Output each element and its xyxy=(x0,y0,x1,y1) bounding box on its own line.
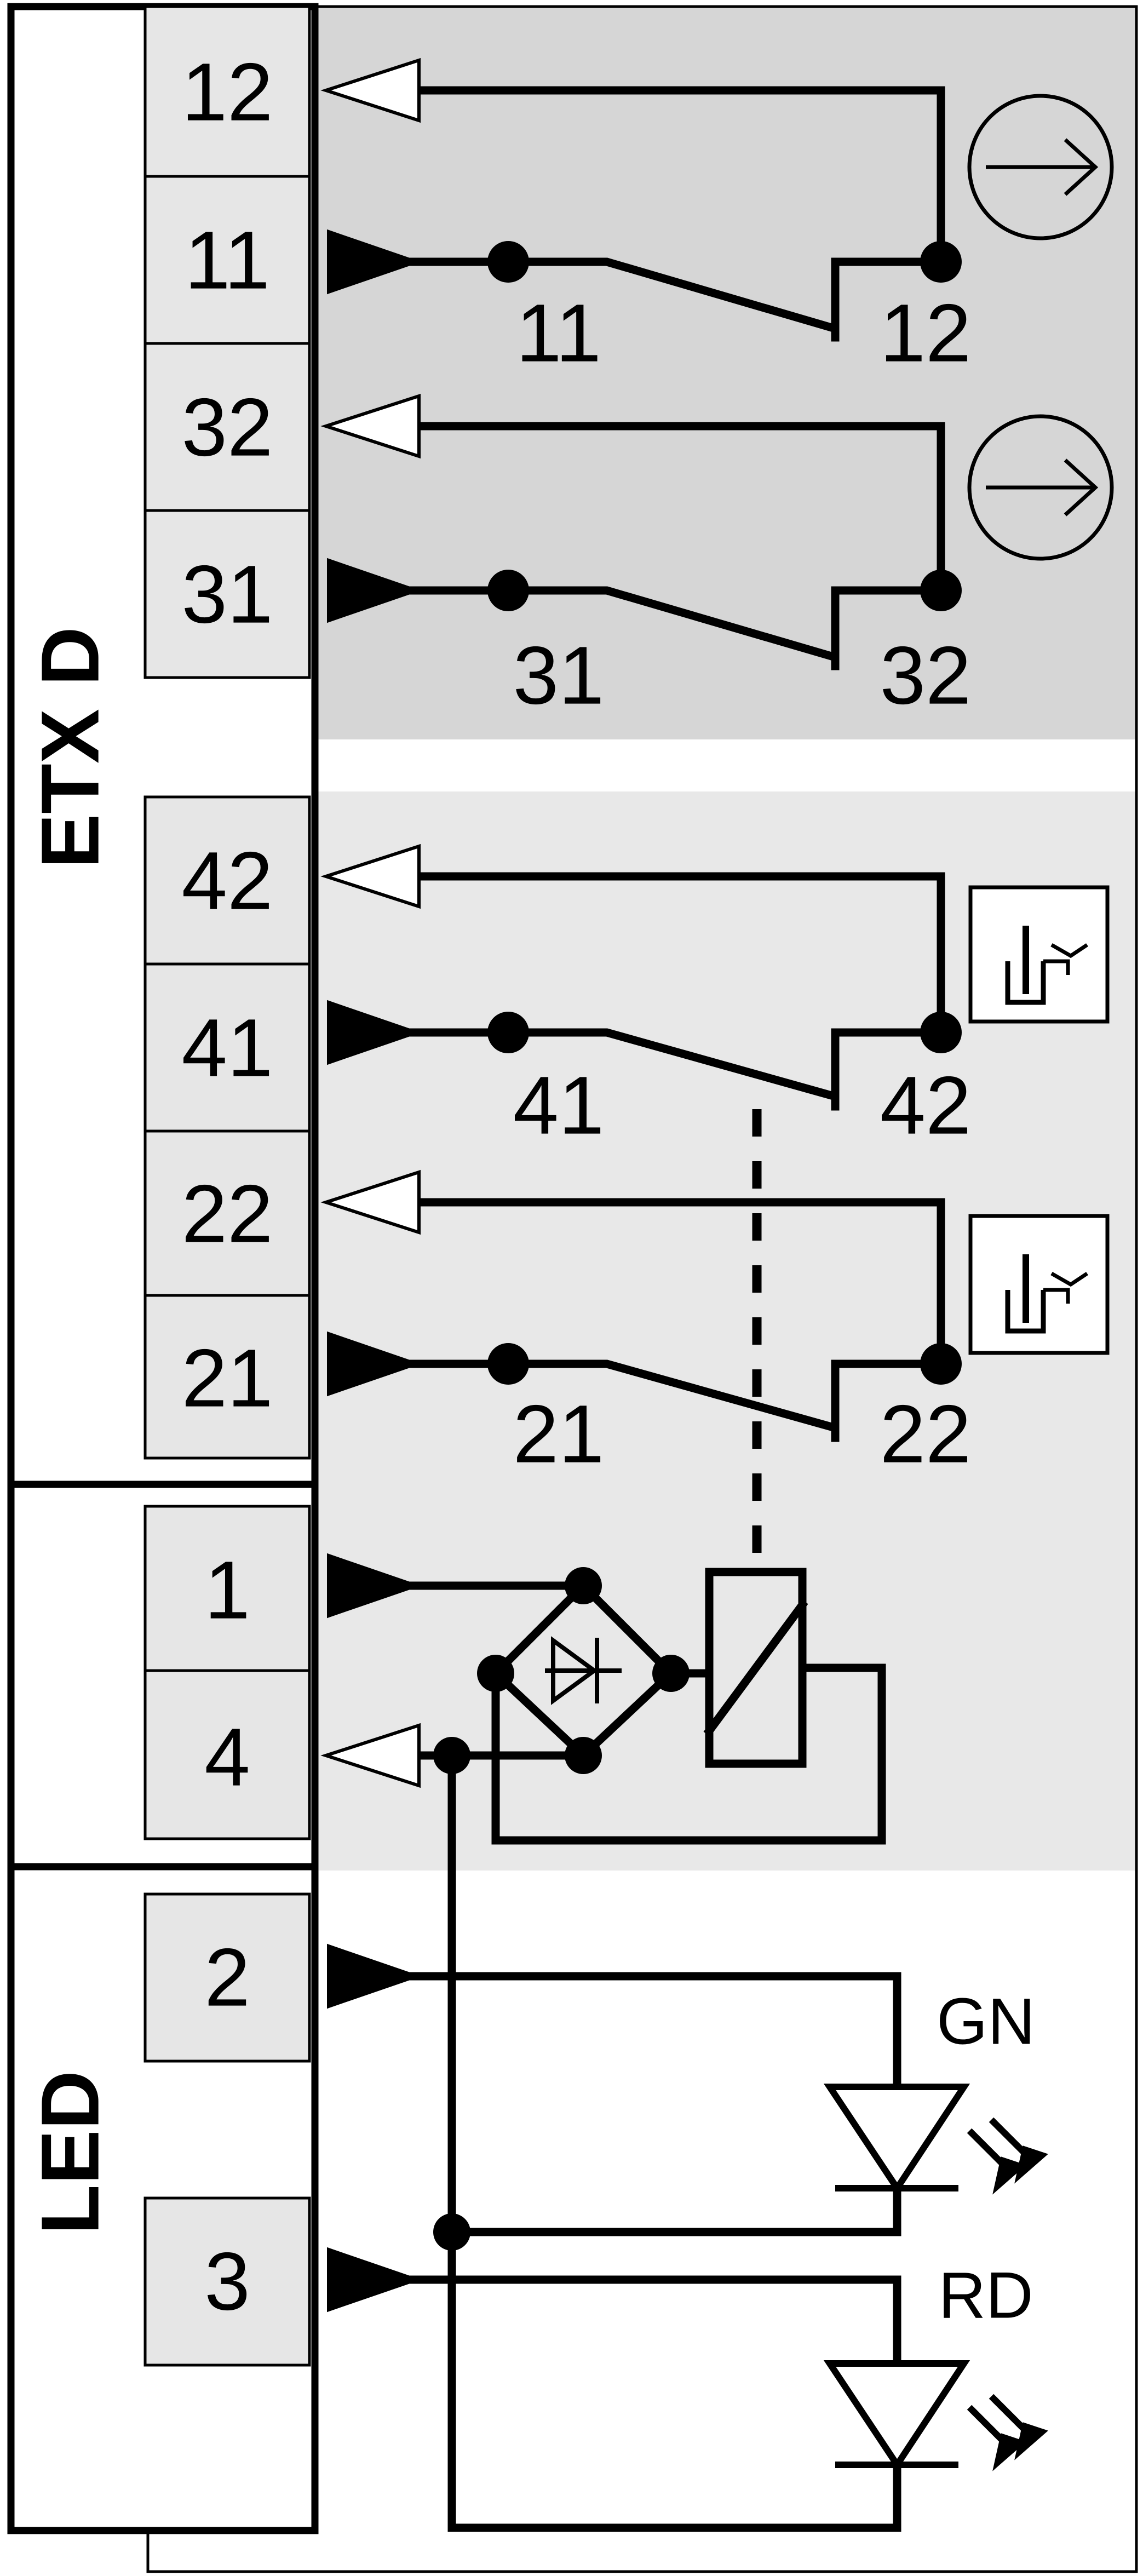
wire-22 xyxy=(404,1198,945,1368)
wire-42 xyxy=(404,872,945,1037)
contact-22-label: 22 xyxy=(880,1388,972,1480)
led-gn-label: GN xyxy=(937,1985,1035,2058)
positive-opening-icon xyxy=(967,94,1114,240)
dot xyxy=(487,1012,529,1053)
wire-22-fixed xyxy=(831,1359,945,1442)
terminal-2-box xyxy=(143,1892,311,2063)
terminal-1-label: 1 xyxy=(204,1544,250,1636)
terminal-32-label: 32 xyxy=(182,381,273,473)
led-gn-emission xyxy=(967,2117,1048,2195)
wire-42-fixed xyxy=(831,1028,945,1111)
terminal-31-box xyxy=(143,509,311,679)
terminal-42-label: 42 xyxy=(182,835,273,927)
section-label-led: LED xyxy=(24,2070,116,2235)
arrow-in-1 xyxy=(327,1553,422,1619)
terminal-3-label: 3 xyxy=(204,2235,250,2327)
arrow-in-21 xyxy=(327,1331,422,1397)
bridge-rectifier-icon xyxy=(545,1636,622,1705)
terminal-21-label: 21 xyxy=(182,1332,273,1424)
arrow-out-42 xyxy=(320,844,421,909)
wire-32 xyxy=(404,422,945,595)
dot xyxy=(920,241,962,283)
arrow-in-31 xyxy=(327,558,422,623)
wire-21-contact xyxy=(398,1359,837,1432)
junction-dots xyxy=(433,241,962,2251)
wire-32-fixed xyxy=(831,586,945,670)
arrow-out-32 xyxy=(320,393,421,459)
dot xyxy=(487,570,529,611)
safety-contacts-block xyxy=(312,7,1136,739)
led-rd-label: RD xyxy=(938,2259,1033,2332)
dot xyxy=(565,1567,602,1604)
dot xyxy=(477,1655,514,1692)
led-gn-return xyxy=(447,2145,901,2236)
wire-2 xyxy=(398,1972,901,2094)
solenoid-lock-icon xyxy=(968,1214,1110,1355)
terminal-22-label: 22 xyxy=(182,1168,273,1260)
wire-41-contact xyxy=(398,1028,837,1101)
arrow-in-41 xyxy=(327,1000,422,1065)
contact-31-label: 31 xyxy=(513,629,605,721)
dot xyxy=(433,1737,470,1774)
dot xyxy=(920,1012,962,1053)
led-icon xyxy=(823,2084,970,2194)
arrow-out-4 xyxy=(320,1723,421,1788)
terminal-12-box xyxy=(143,5,311,178)
dot xyxy=(565,1737,602,1774)
coil-return xyxy=(491,1663,886,1845)
relay-coil-diagonal xyxy=(703,1599,808,1737)
terminal-21-box xyxy=(143,1294,311,1460)
dot xyxy=(920,1343,962,1385)
terminal-41-label: 41 xyxy=(182,1002,273,1094)
terminal-11-label: 11 xyxy=(185,214,270,306)
arrow-in-11 xyxy=(327,229,422,295)
dot xyxy=(487,1343,529,1385)
arrow-out-22 xyxy=(320,1169,421,1235)
wire-12-fixed xyxy=(831,257,945,342)
terminal-32-box xyxy=(143,342,311,512)
contact-32-label: 32 xyxy=(880,629,972,721)
terminal-4-box xyxy=(143,1669,311,1840)
common-return xyxy=(447,1751,901,2532)
led-rd-emission xyxy=(967,2394,1048,2471)
arrow-in-3 xyxy=(327,2247,422,2313)
terminal-strip xyxy=(143,5,311,2367)
wire-12 xyxy=(404,86,945,266)
terminal-42-box xyxy=(143,795,311,966)
contact-11-label: 11 xyxy=(516,287,601,379)
wire-31-contact xyxy=(398,586,837,662)
terminal-2-label: 2 xyxy=(204,1931,250,2023)
contact-21-label: 21 xyxy=(513,1388,605,1480)
solenoid-lock-icon xyxy=(968,885,1110,1024)
terminal-12-label: 12 xyxy=(182,46,273,138)
output-arrows xyxy=(320,58,421,1788)
terminal-4-label: 4 xyxy=(204,1711,250,1803)
dot xyxy=(487,241,529,283)
arrow-out-12 xyxy=(320,58,421,123)
terminal-3-box xyxy=(143,2196,311,2367)
contact-12-label: 12 xyxy=(880,287,972,379)
input-arrows xyxy=(327,229,422,2313)
contact-41-label: 41 xyxy=(513,1059,605,1151)
terminal-11-box xyxy=(143,175,311,345)
terminal-1-box xyxy=(143,1505,311,1672)
wiring xyxy=(398,86,945,2532)
arrow-in-2 xyxy=(327,1943,422,2009)
dot xyxy=(920,570,962,611)
terminal-31-label: 31 xyxy=(182,548,273,640)
contact-42-label: 42 xyxy=(880,1059,972,1151)
wire-11-contact xyxy=(398,257,837,333)
wire-3 xyxy=(398,2275,901,2376)
led-icon xyxy=(823,2360,970,2471)
dot xyxy=(652,1655,690,1692)
dot xyxy=(433,2213,470,2251)
positive-opening-icon xyxy=(967,414,1114,561)
section-label-etx-d: ETX D xyxy=(24,627,116,869)
